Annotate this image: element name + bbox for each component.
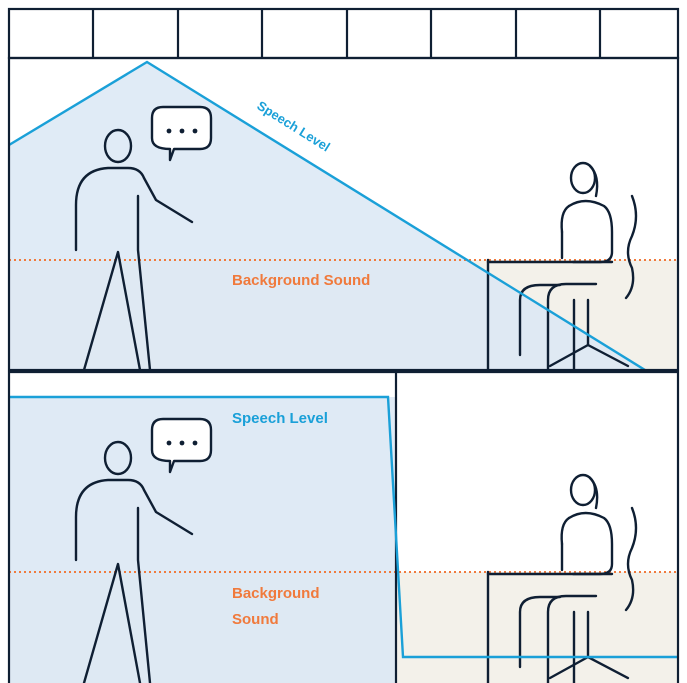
speech-level-label-bottom: Speech Level [232,410,328,427]
top-panel: Speech Level Background Sound [9,58,678,370]
background-sound-label-line1: Background [232,585,320,602]
bottom-panel: Speech Level Background Sound [9,372,678,683]
background-sound-label-line2: Sound [232,611,279,628]
ceiling-tiles [9,9,678,58]
background-sound-label: Background Sound [232,272,370,289]
speech-level-zone [9,62,645,370]
